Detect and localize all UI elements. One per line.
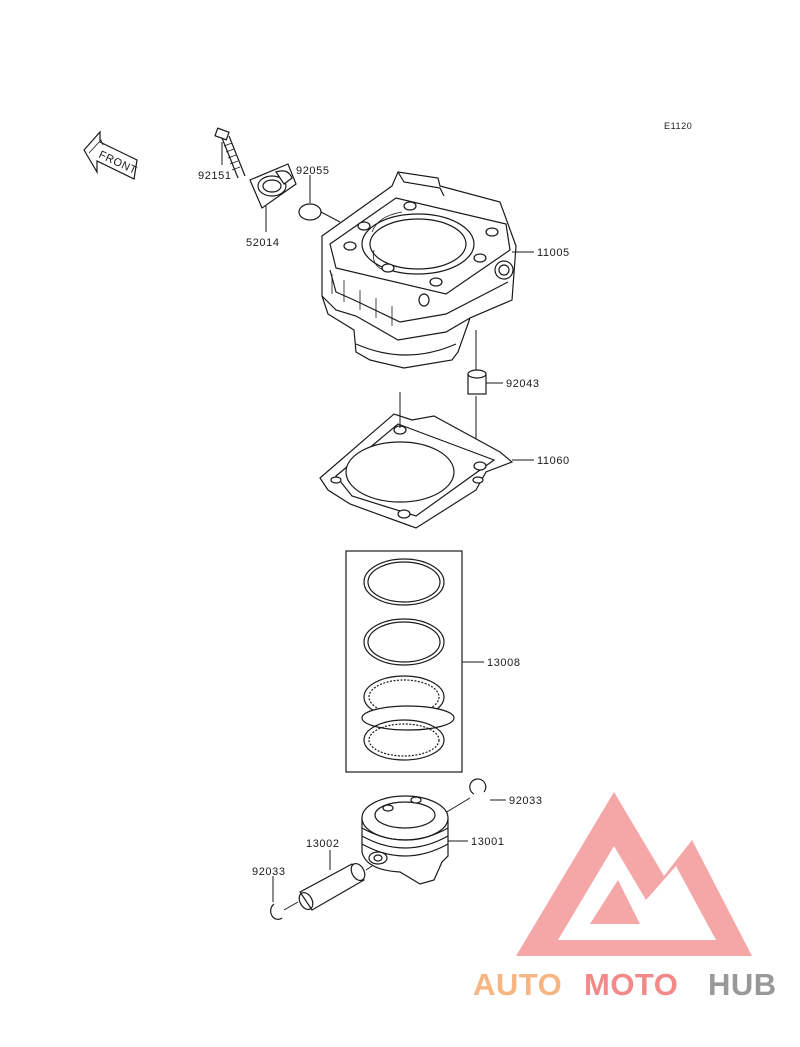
bolt-92151 <box>214 127 246 179</box>
piston-ring-set-13008 <box>345 550 463 773</box>
gasket-11060 <box>319 413 514 529</box>
label-11005: 11005 <box>537 247 570 259</box>
water-fitting-52014 <box>249 163 297 209</box>
dowel-pin-92043 <box>467 369 487 395</box>
diagram-code: E1120 <box>664 121 692 131</box>
logo-hub-text: HUB <box>708 967 777 1002</box>
cylinder-11005 <box>321 171 517 369</box>
label-13008: 13008 <box>487 657 521 669</box>
label-92043: 92043 <box>506 378 540 390</box>
logo-auto-text: AUTO <box>473 967 562 1002</box>
o-ring-92055 <box>298 203 322 221</box>
label-92033-upper: 92033 <box>509 795 543 807</box>
label-13002: 13002 <box>306 838 340 850</box>
label-11060: 11060 <box>537 455 570 467</box>
circlip-92033-lower <box>270 903 283 920</box>
piston-pin-13002 <box>298 862 366 911</box>
front-arrow-icon: FRONT <box>83 130 139 180</box>
label-52014: 52014 <box>246 237 280 249</box>
circlip-92033-upper <box>469 778 487 795</box>
label-13001: 13001 <box>471 836 505 848</box>
piston-13001 <box>361 795 449 885</box>
label-92033-lower: 92033 <box>252 866 286 878</box>
automotohub-logo: AUTO MOTO HUB <box>473 792 777 1002</box>
label-92151: 92151 <box>198 170 232 182</box>
logo-moto-text: MOTO <box>584 967 678 1002</box>
label-92055: 92055 <box>296 165 330 177</box>
